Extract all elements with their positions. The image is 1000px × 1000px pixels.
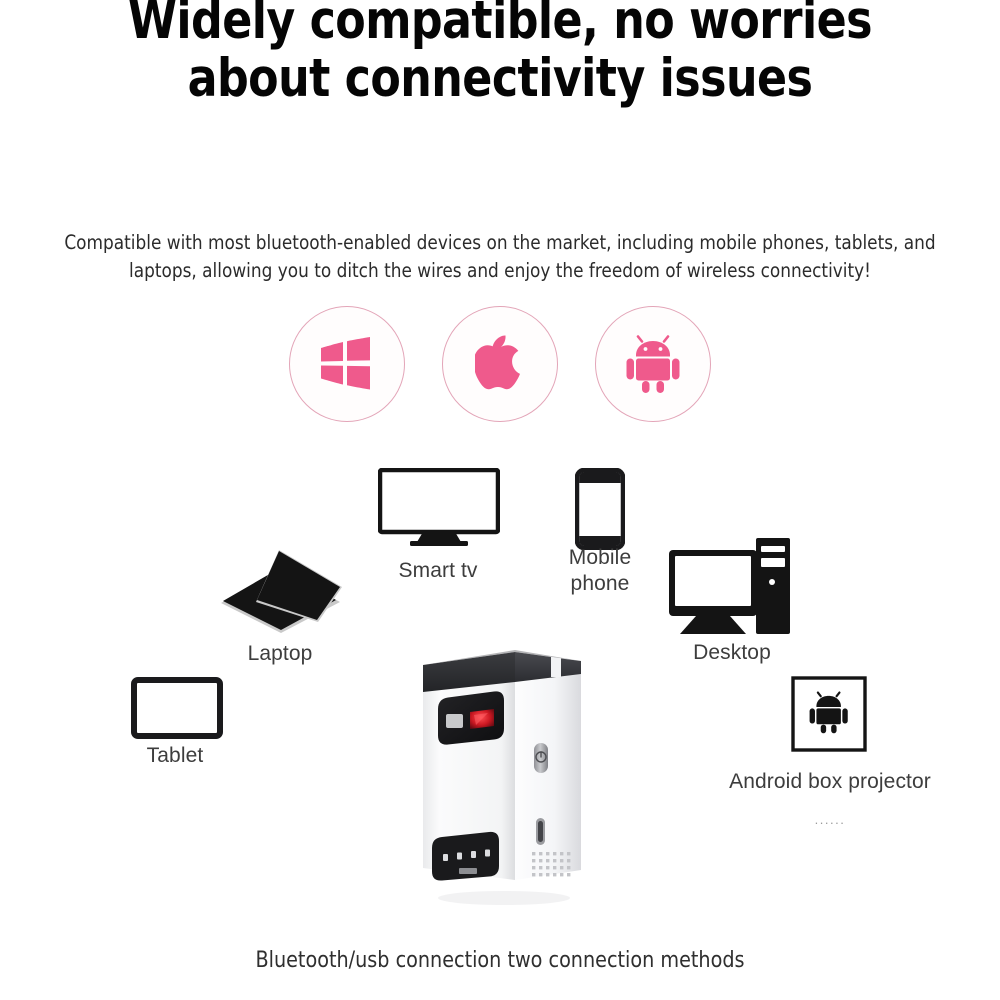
os-badge-android (595, 306, 711, 422)
os-badge-windows (289, 306, 405, 422)
smartphone-icon (575, 468, 625, 550)
android-box-dots: ...... (814, 812, 846, 827)
monitor-icon (378, 468, 500, 546)
device-icon-desktop (668, 538, 790, 638)
android-box-icon (791, 676, 867, 752)
device-label-tablet: Tablet (146, 744, 204, 767)
tablet-icon (131, 677, 223, 739)
device-label-desktop: Desktop (693, 641, 771, 664)
laptop-icon (218, 545, 344, 635)
device-label-mobile-phone: Mobile phone (568, 546, 632, 596)
windows-logo-icon (318, 337, 376, 391)
android-logo-icon (625, 335, 681, 393)
device-icon-laptop (218, 545, 344, 635)
product-image-projector (414, 630, 590, 905)
device-label-smart-tv: Smart tv (398, 559, 478, 582)
os-compatibility-badges (0, 306, 1000, 426)
device-icon-smart-tv (378, 468, 500, 546)
os-badge-apple (442, 306, 558, 422)
device-icon-mobile-phone (575, 468, 625, 550)
product-caption: Bluetooth/usb connection two connection … (255, 948, 745, 973)
desktop-computer-icon (668, 538, 790, 638)
page-title: Widely compatible, no worries about conn… (128, 0, 872, 109)
device-label-android-box-projector: Android box projector (729, 770, 931, 793)
page-subtitle: Compatible with most bluetooth-enabled d… (64, 231, 936, 282)
device-icon-tablet (131, 677, 223, 739)
apple-logo-icon (475, 335, 525, 393)
device-icon-android-box-projector (791, 676, 867, 752)
device-label-laptop: Laptop (247, 642, 313, 665)
